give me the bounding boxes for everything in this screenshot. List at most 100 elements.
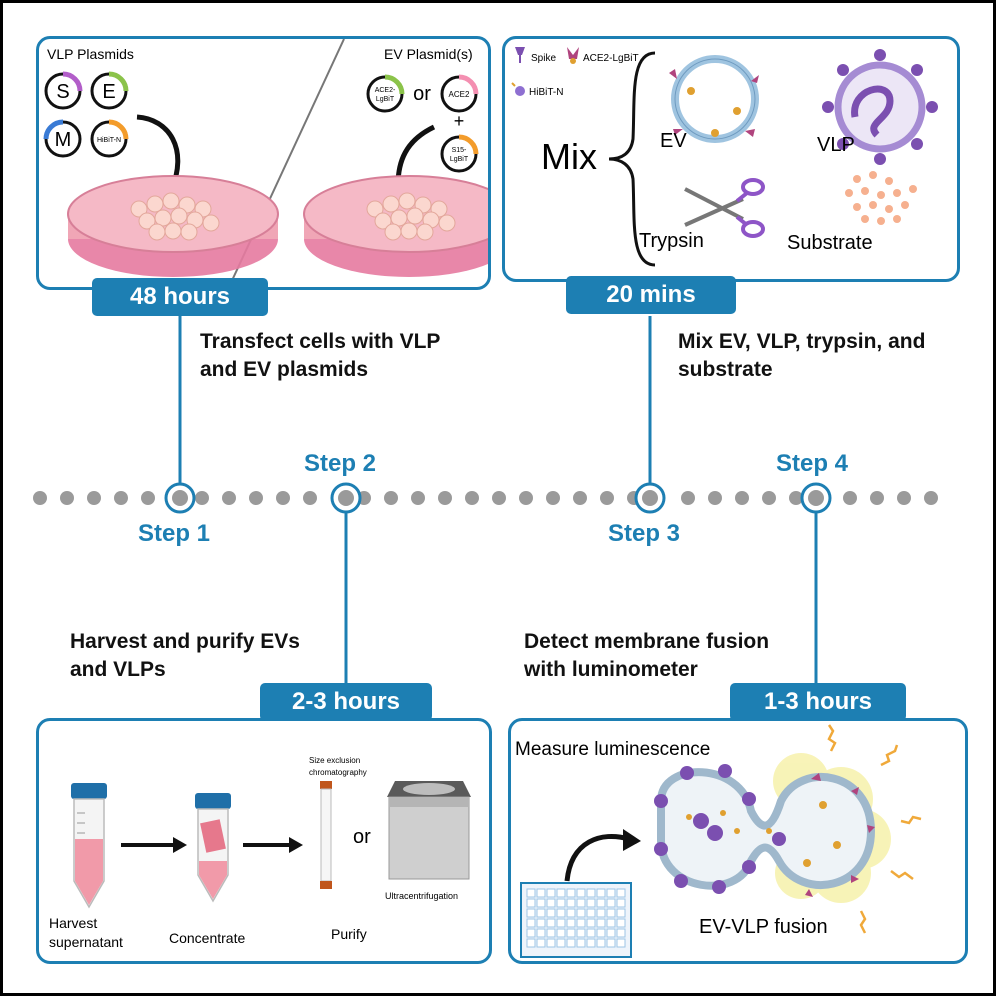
plate-well (576, 918, 586, 928)
plate-well (596, 938, 606, 948)
step1-label: Step 1 (138, 520, 211, 547)
plate-well (606, 908, 616, 918)
plate-well (596, 888, 606, 898)
spike-legend-label: Spike (531, 53, 556, 64)
plate-well (606, 918, 616, 928)
plate-well (536, 888, 546, 898)
svg-text:S: S (56, 81, 69, 103)
ev-label: EV (660, 130, 687, 152)
plate-well (566, 918, 576, 928)
plate-well (556, 888, 566, 898)
plasmid-m-icon: M (43, 119, 82, 158)
plate-well (616, 928, 626, 938)
luminescence-illustration: Measure luminescence (515, 724, 922, 958)
falcon-tube-full-icon (71, 783, 107, 909)
time-tab-20-mins: 20 mins (566, 276, 736, 314)
panel-transfection: VLP Plasmids EV Plasmid(s) S E M HiBiT-N (36, 36, 491, 290)
ev-vlp-fusion-icon (654, 764, 876, 897)
harvest-label-1: Harvest (49, 915, 97, 931)
panel-harvest: Size exclusion chromatography or Ultrace… (36, 718, 492, 964)
plate-well (586, 908, 596, 918)
harvest-illustration: Size exclusion chromatography or Ultrace… (49, 756, 471, 950)
plate-well (576, 908, 586, 918)
plate-well (556, 928, 566, 938)
plate-well (526, 928, 536, 938)
concentrate-label: Concentrate (169, 930, 245, 946)
step2-label: Step 2 (304, 450, 377, 477)
or-label: or (413, 83, 431, 105)
plate-well (556, 918, 566, 928)
plate-well (526, 888, 536, 898)
plate-well (576, 938, 586, 948)
mix-illustration: Spike ACE2-LgBiT HiBiT-N Mix EV (511, 47, 938, 267)
svg-text:LgBiT: LgBiT (376, 96, 395, 103)
plate-well (546, 938, 556, 948)
plate-well (576, 898, 586, 908)
plate-well (606, 898, 616, 908)
ace2-lgbit-legend-label: ACE2-LgBiT (583, 53, 639, 64)
plate-well (616, 908, 626, 918)
plate-well (616, 888, 626, 898)
spike-legend-icon (515, 47, 525, 63)
plate-well (526, 898, 536, 908)
vlp-particle-icon (822, 49, 938, 165)
plate-well (556, 898, 566, 908)
step4-label: Step 4 (776, 450, 849, 477)
light-rays-icon (827, 724, 922, 934)
plate-well (546, 928, 556, 938)
vlp-plasmids-title: VLP Plasmids (47, 46, 134, 62)
svg-text:LgBiT: LgBiT (450, 156, 469, 163)
panel-luminescence: Measure luminescence (508, 718, 968, 964)
brace-icon (608, 51, 656, 267)
petri-dish-vlp-icon (67, 175, 279, 277)
step3-label: Step 3 (608, 520, 681, 547)
plasmid-e-icon: E (90, 71, 129, 110)
substrate-label: Substrate (787, 232, 873, 254)
plate-well (566, 938, 576, 948)
scissors-icon (684, 178, 765, 238)
plate-well (606, 928, 616, 938)
svg-text:E: E (102, 81, 115, 103)
sec-column-icon (320, 781, 332, 889)
substrate-dots-icon (845, 171, 917, 225)
plasmid-s-icon: S (44, 71, 83, 110)
plate-well (536, 918, 546, 928)
plate-well (606, 888, 616, 898)
plate-well (586, 898, 596, 908)
plasmid-hibit-icon: HiBiT-N (90, 119, 129, 158)
plate-well (546, 918, 556, 928)
plus-label: + (454, 111, 465, 131)
hibit-legend-label: HiBiT-N (529, 87, 563, 98)
panel-mix: Spike ACE2-LgBiT HiBiT-N Mix EV (502, 36, 960, 282)
time-tab-2-3-hours: 2-3 hours (260, 683, 432, 721)
plate-well (596, 928, 606, 938)
plate-well (616, 898, 626, 908)
plate-well (616, 938, 626, 948)
plate-well (566, 928, 576, 938)
sec-label-1: Size exclusion (309, 756, 360, 765)
plate-well (596, 908, 606, 918)
svg-text:ACE2-: ACE2- (375, 87, 396, 94)
fusion-label: EV-VLP fusion (699, 916, 828, 938)
plate-well (556, 908, 566, 918)
plate-well (536, 908, 546, 918)
svg-text:M: M (55, 129, 72, 151)
plate-well (586, 918, 596, 928)
plate-well (526, 908, 536, 918)
well-plate-icon (520, 882, 632, 958)
mix-label: Mix (541, 136, 597, 177)
transfection-illustration: VLP Plasmids EV Plasmid(s) S E M HiBiT-N (43, 39, 488, 287)
ev-plasmids-title: EV Plasmid(s) (384, 46, 473, 62)
svg-text:S15-: S15- (452, 147, 467, 154)
plate-well (576, 888, 586, 898)
hibit-legend-icon (511, 82, 525, 96)
plate-well (546, 888, 556, 898)
plate-well (536, 898, 546, 908)
purify-label: Purify (331, 926, 367, 942)
svg-text:HiBiT-N: HiBiT-N (97, 137, 121, 144)
plate-well (576, 928, 586, 938)
